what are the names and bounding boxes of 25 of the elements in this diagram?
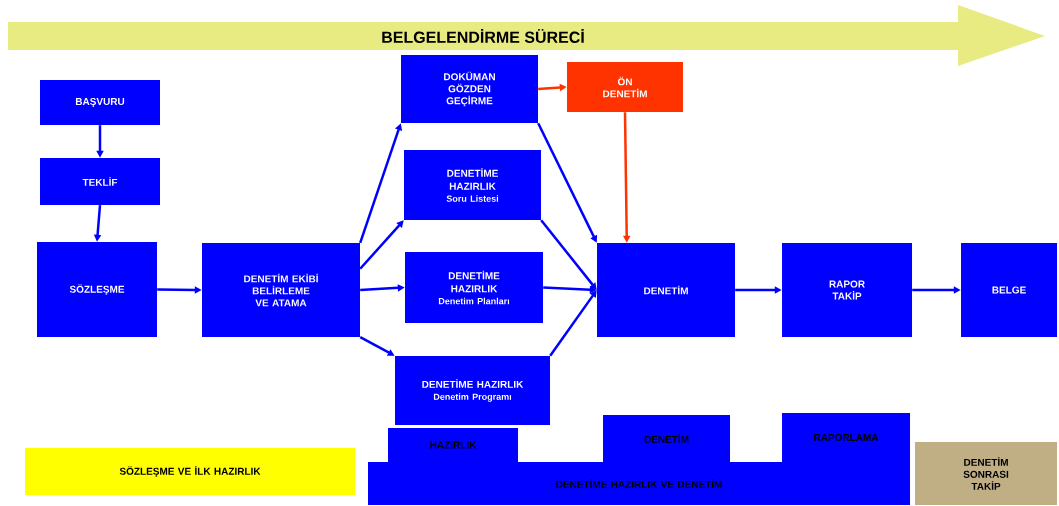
arrow: [359, 220, 404, 270]
phase-tab: HAZIRLIK: [388, 428, 518, 462]
process-box: DOKÜMAN GÖZDEN GEÇİRME: [401, 55, 538, 123]
process-box: DENETİME HAZIRLIK Soru Listesi: [404, 150, 541, 220]
node-label: RAPORLAMA: [814, 433, 879, 442]
arrow: [549, 290, 597, 357]
title: BELGELENDİRME SÜRECİ: [382, 29, 584, 43]
phase-band: DENETİM SONRASI TAKİP: [915, 442, 1057, 505]
node-label: DENETİME HAZIRLIK VE DENETİM: [556, 479, 722, 488]
process-box: SÖZLEŞME: [37, 242, 157, 337]
phase-tab: RAPORLAMA: [782, 413, 910, 462]
process-box: DENETİME HAZIRLIK Denetim Programı: [395, 356, 550, 425]
process-box: RAPOR TAKİP: [782, 243, 912, 337]
phase-band: SÖZLEŞME VE İLK HAZIRLIK: [25, 448, 355, 495]
process-box: DENETİM EKİBİ BELİRLEME VE ATAMA: [202, 243, 360, 337]
process-box: DENETİM: [597, 243, 735, 337]
arrow: [540, 219, 597, 290]
process-box: ÖN DENETİM: [567, 62, 683, 112]
process-box: DENETİME HAZIRLIK Denetim Planları: [405, 252, 543, 323]
process-box: BELGE: [961, 243, 1057, 337]
node-label: DENETİM: [644, 434, 689, 443]
node-label: HAZIRLIK: [430, 441, 477, 449]
process-box: BAŞVURU: [40, 80, 160, 125]
phase-tab: DENETİM: [603, 415, 730, 462]
process-box: TEKLİF: [40, 158, 160, 205]
